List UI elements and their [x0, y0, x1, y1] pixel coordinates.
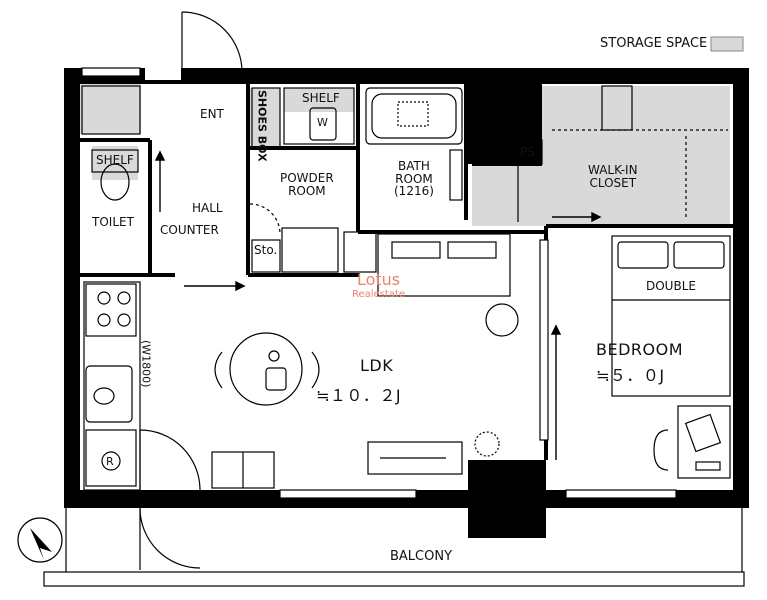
- watermark-line1: Lotus: [356, 270, 401, 289]
- arrows: [154, 150, 602, 460]
- ldk-label: LDK: [360, 356, 394, 375]
- walk-in-closet-line2: CLOSET: [589, 175, 637, 190]
- bedroom-label: BEDROOM: [596, 340, 684, 359]
- powder-room-label: POWDER ROOM: [280, 172, 334, 197]
- walk-in-closet-line1: WALK-IN: [588, 163, 638, 177]
- ps-label: PS: [520, 145, 535, 159]
- balcony-label: BALCONY: [390, 549, 453, 564]
- bath-room-line2: ROOM: [395, 171, 433, 186]
- watermark-line2: Realestate: [352, 289, 406, 300]
- storage-legend-label: STORAGE SPACE: [600, 36, 708, 51]
- counter-label: COUNTER: [160, 223, 219, 237]
- watermark-logo: Lotus Realestate: [352, 270, 405, 300]
- fixtures: [17, 11, 745, 587]
- north-arrow-icon: [30, 528, 52, 560]
- bedroom-size: ≒５．０J: [596, 366, 665, 385]
- ldk-size: ≒１０．２J: [316, 386, 402, 405]
- bath-room-label: BATH ROOM (1216): [394, 160, 434, 198]
- ent-label: ENT: [200, 107, 224, 121]
- sto-label: Sto.: [254, 243, 278, 257]
- powder-room-line2: ROOM: [288, 183, 326, 198]
- fridge-mark: R: [106, 455, 114, 468]
- shoes-box-label: SHOES BOX: [255, 90, 269, 162]
- walls: [64, 68, 749, 538]
- walk-in-closet-label: WALK-IN CLOSET: [588, 164, 638, 189]
- shelf-top-label: SHELF: [302, 91, 340, 105]
- kitchen-width-label: (W1800): [139, 340, 153, 388]
- hall-label: HALL: [192, 201, 223, 215]
- double-bed-label: DOUBLE: [646, 279, 696, 293]
- washer-mark: W: [317, 116, 328, 129]
- powder-room-line1: POWDER: [280, 171, 334, 185]
- shelf-toilet-label: SHELF: [96, 153, 134, 167]
- bath-room-line1: BATH: [398, 159, 430, 173]
- toilet-label: TOILET: [92, 215, 134, 229]
- bath-room-line3: (1216): [394, 184, 434, 199]
